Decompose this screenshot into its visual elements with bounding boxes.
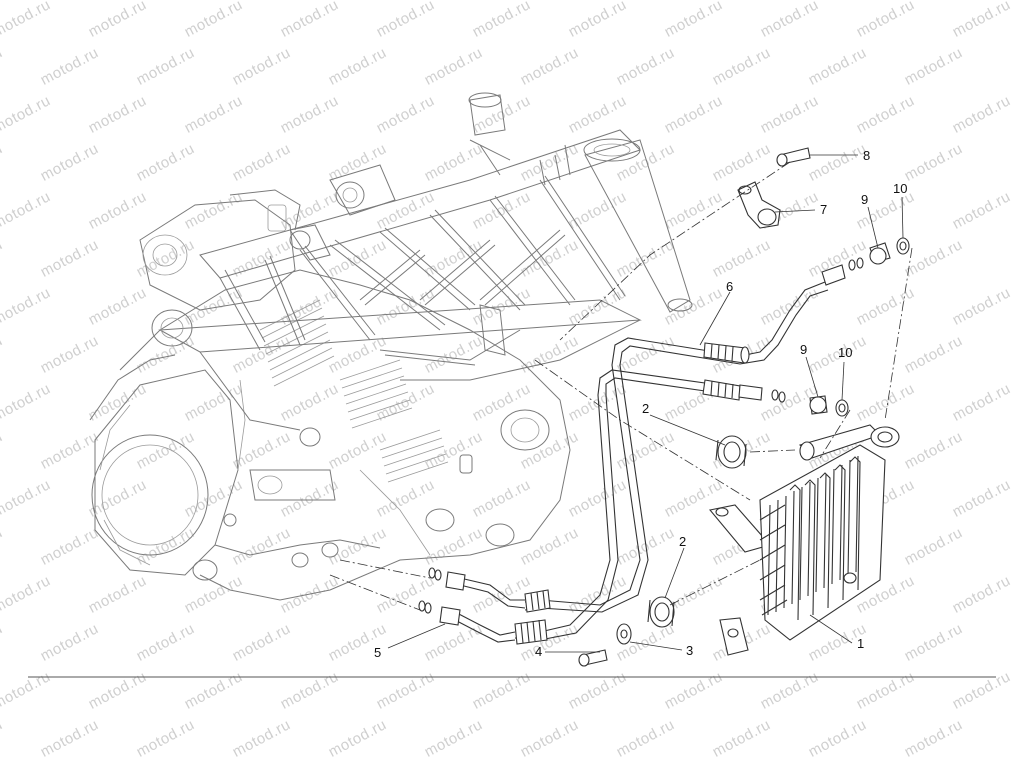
- hose-clamps: [647, 435, 747, 628]
- callout-4: 4: [535, 644, 542, 659]
- oil-cooler: [708, 424, 900, 656]
- callout-10-upper: 10: [893, 181, 907, 196]
- callout-1: 1: [857, 636, 864, 651]
- engine-block: [89, 189, 571, 601]
- callout-2-upper: 2: [642, 401, 649, 416]
- callout-3: 3: [686, 643, 693, 658]
- screw: [578, 649, 608, 667]
- pipe-bracket: [737, 181, 781, 229]
- callout-6: 6: [726, 279, 733, 294]
- bracket-screw: [776, 147, 811, 167]
- assembly-axes: [329, 161, 913, 611]
- callout-5: 5: [374, 645, 381, 660]
- callout-8: 8: [863, 148, 870, 163]
- callout-7: 7: [820, 202, 827, 217]
- washer: [616, 623, 632, 645]
- callout-2-lower: 2: [679, 534, 686, 549]
- leader-lines: [387, 154, 904, 653]
- callout-10-lower: 10: [838, 345, 852, 360]
- callout-9-lower: 9: [800, 342, 807, 357]
- trellis-frame: [151, 92, 693, 431]
- callout-labels: 8 7 9 10 6 9 10 2 2 1 3 4 5: [374, 148, 907, 660]
- oil-pipes: [418, 257, 864, 645]
- callout-9-upper: 9: [861, 192, 868, 207]
